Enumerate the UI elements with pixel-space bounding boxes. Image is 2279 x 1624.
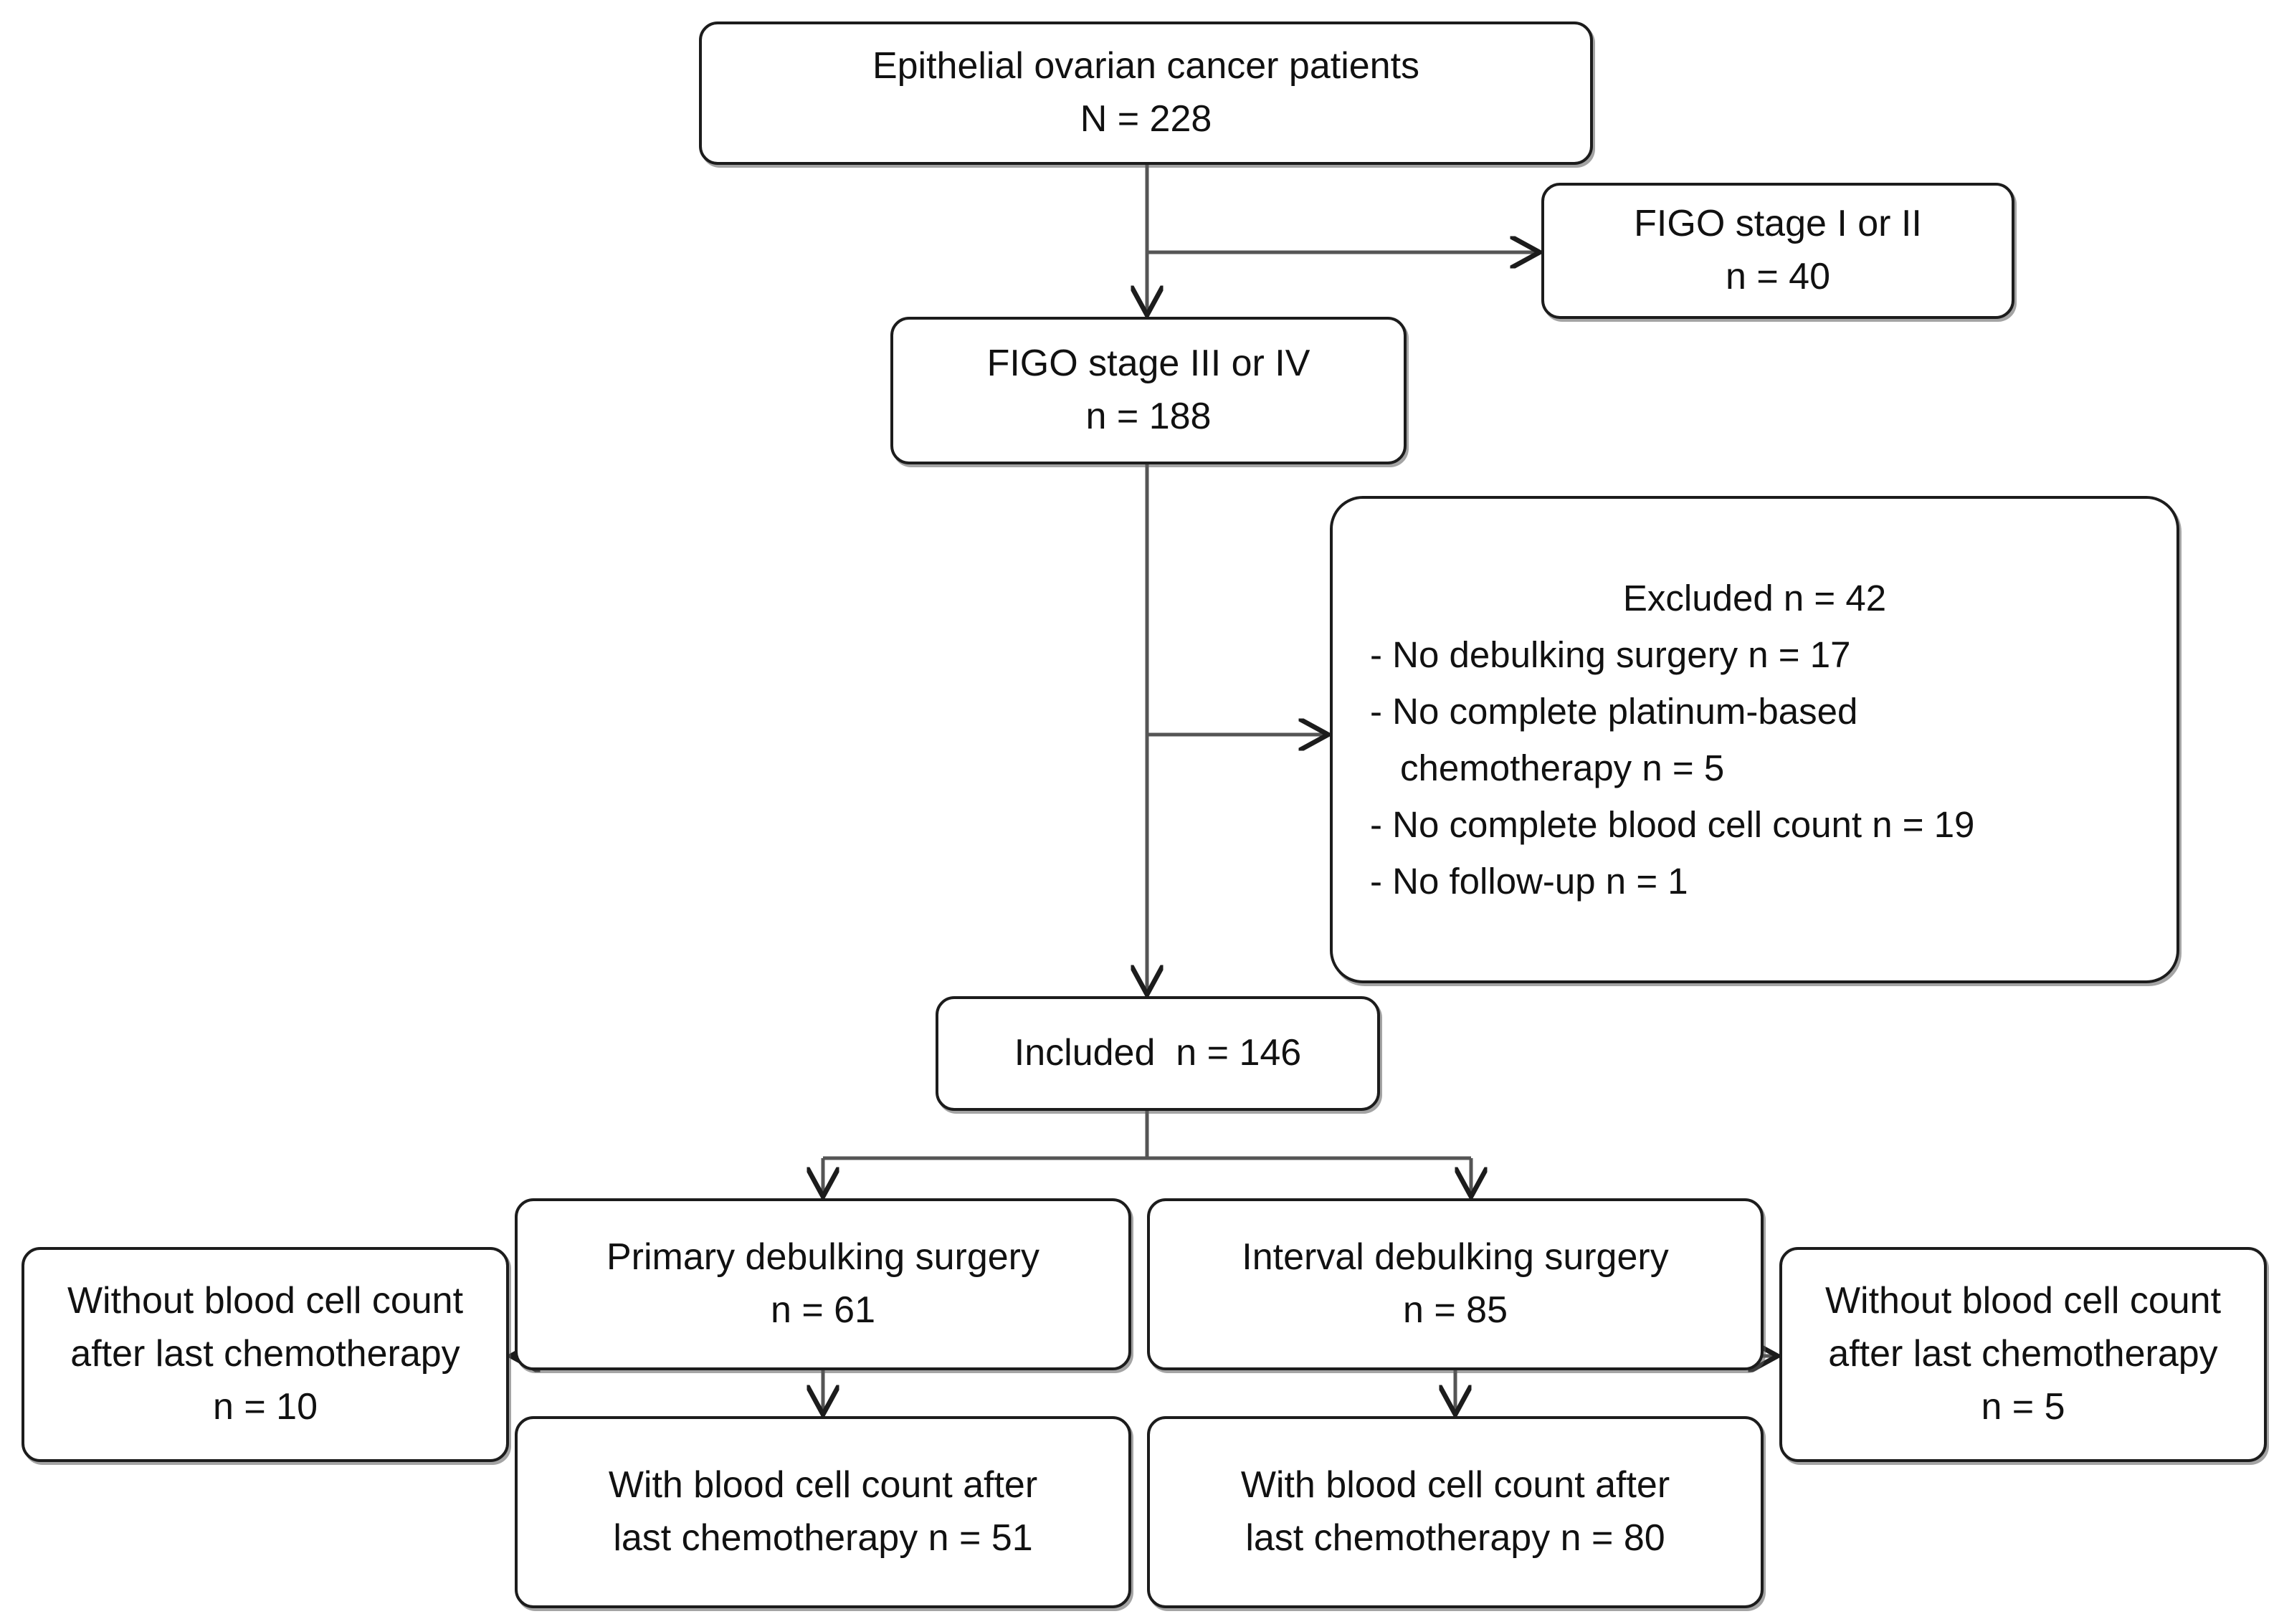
node-cohort-line1: Epithelial ovarian cancer patients [872, 45, 1420, 87]
node-figo-stage-iii-iv[interactable]: FIGO stage III or IV n = 188 [890, 317, 1407, 464]
node-excluded-line6: - No follow-up n = 1 [1370, 861, 1688, 902]
node-excluded[interactable]: Excluded n = 42 - No debulking surgery n… [1330, 496, 2179, 983]
node-with-right-line2: last chemotherapy n = 80 [1245, 1517, 1665, 1559]
node-primary-debulking-surgery[interactable]: Primary debulking surgery n = 61 [515, 1198, 1131, 1370]
node-interval-debulking-surgery[interactable]: Interval debulking surgery n = 85 [1147, 1198, 1764, 1370]
node-interval-line1: Interval debulking surgery [1242, 1236, 1669, 1279]
node-without-right-line2: after last chemotherapy [1828, 1333, 2218, 1375]
node-excluded-line5: - No complete blood cell count n = 19 [1370, 804, 1975, 846]
node-without-blood-cell-count-interval[interactable]: Without blood cell count after last chem… [1779, 1247, 2267, 1462]
node-included-line1: Included n = 146 [1014, 1032, 1302, 1074]
node-without-left-line1: Without blood cell count [67, 1280, 464, 1322]
node-without-left-line2: after last chemotherapy [70, 1333, 460, 1375]
node-without-right-line1: Without blood cell count [1824, 1280, 2222, 1322]
node-figo-late-line2: n = 188 [1085, 396, 1212, 437]
node-figo-stage-i-ii[interactable]: FIGO stage I or II n = 40 [1541, 183, 2014, 319]
node-figo-early-line2: n = 40 [1725, 256, 1831, 297]
node-excluded-line4: chemotherapy n = 5 [1400, 747, 1725, 788]
node-cohort-line2: N = 228 [1080, 98, 1212, 140]
node-primary-line1: Primary debulking surgery [606, 1236, 1040, 1279]
node-without-right-line3: n = 5 [1981, 1385, 2065, 1428]
node-with-left-line1: With blood cell count after [608, 1464, 1038, 1506]
node-cohort[interactable]: Epithelial ovarian cancer patients N = 2… [699, 22, 1593, 165]
node-primary-line2: n = 61 [770, 1289, 876, 1331]
node-without-blood-cell-count-primary[interactable]: Without blood cell count after last chem… [22, 1247, 509, 1462]
node-figo-late-line1: FIGO stage III or IV [986, 343, 1310, 385]
node-included[interactable]: Included n = 146 [936, 996, 1380, 1111]
node-with-blood-cell-count-primary[interactable]: With blood cell count after last chemoth… [515, 1416, 1131, 1608]
node-excluded-line1: Excluded n = 42 [1622, 577, 1887, 618]
node-with-right-line1: With blood cell count after [1240, 1464, 1670, 1506]
node-figo-early-line1: FIGO stage I or II [1634, 203, 1922, 245]
node-without-left-line3: n = 10 [212, 1385, 318, 1428]
node-excluded-line2: - No debulking surgery n = 17 [1370, 634, 1851, 675]
node-interval-line2: n = 85 [1402, 1289, 1508, 1331]
node-excluded-line3: - No complete platinum-based [1370, 690, 1858, 732]
node-with-blood-cell-count-interval[interactable]: With blood cell count after last chemoth… [1147, 1416, 1764, 1608]
node-with-left-line2: last chemotherapy n = 51 [613, 1517, 1033, 1559]
